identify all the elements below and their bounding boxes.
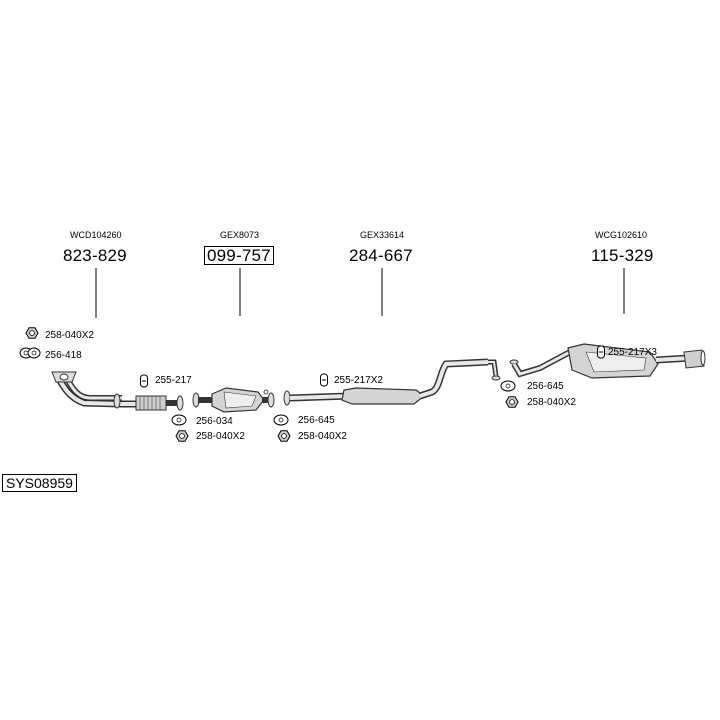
middle-pipe: [283, 358, 501, 406]
callout-front-gasket[interactable]: 256-418: [45, 350, 82, 361]
callout-flex-clamp[interactable]: 255-217: [155, 375, 192, 386]
gasket-icon: [19, 347, 41, 359]
hanger-icon: [320, 373, 328, 387]
callout-middle-gasket[interactable]: 256-645: [298, 415, 335, 426]
callout-catalyst-gasket[interactable]: 256-034: [196, 416, 233, 427]
callout-middle-hanger[interactable]: 255-217X2: [334, 375, 383, 386]
part-number-front-pipe[interactable]: 823-829: [63, 246, 127, 265]
callout-rear-hanger[interactable]: 255-217X3: [608, 347, 657, 358]
callout-rear-nut[interactable]: 258-040X2: [527, 397, 576, 408]
system-id-label: SYS08959: [2, 474, 77, 492]
nut-icon: [277, 430, 291, 442]
part-number-rear-silencer[interactable]: 115-329: [591, 246, 654, 265]
hanger-icon: [597, 345, 605, 359]
nut-icon: [175, 430, 189, 442]
part-ref-catalyst: GEX8073: [220, 230, 260, 240]
part-ref-rear-silencer: WCG102610: [595, 230, 648, 240]
callout-middle-nut[interactable]: 258-040X2: [298, 431, 347, 442]
nut-icon: [25, 327, 39, 339]
part-number-catalyst[interactable]: 099-757: [204, 246, 274, 265]
hanger-icon: [140, 374, 148, 388]
callout-front-nut[interactable]: 258-040X2: [45, 330, 94, 341]
gasket-icon: [273, 414, 289, 426]
nut-icon: [505, 396, 519, 408]
part-number-middle-silencer[interactable]: 284-667: [349, 246, 413, 265]
gasket-icon: [500, 380, 516, 392]
gasket-icon: [171, 414, 187, 426]
part-ref-middle-silencer: GEX33614: [360, 230, 405, 240]
callout-rear-gasket[interactable]: 256-645: [527, 381, 564, 392]
part-ref-front-pipe: WCD104260: [70, 230, 122, 240]
callout-catalyst-nut[interactable]: 258-040X2: [196, 431, 245, 442]
front-pipe: [51, 371, 184, 411]
leader-lines: [95, 268, 625, 318]
catalytic-converter: [192, 387, 275, 413]
